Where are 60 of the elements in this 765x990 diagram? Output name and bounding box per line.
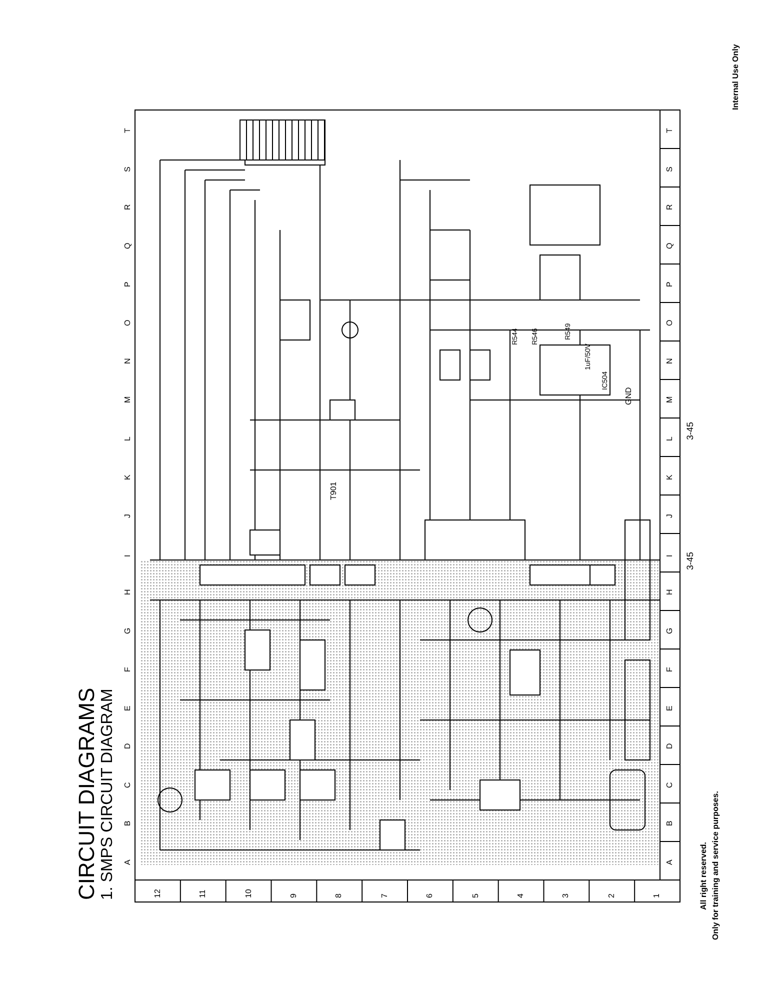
grid-letter: B <box>124 820 132 826</box>
grid-letter: J <box>124 514 132 518</box>
grid-number: 9 <box>290 894 298 898</box>
grid-letter: E <box>666 705 674 711</box>
grid-letter: T <box>666 128 674 134</box>
grid-number: 1 <box>653 894 662 898</box>
grid-letter: H <box>666 589 674 596</box>
internal-use-note: Internal Use Only <box>732 44 740 110</box>
page-number: 3-45 <box>686 422 695 440</box>
grid-letter: B <box>666 820 674 826</box>
grid-letter: M <box>124 396 132 403</box>
grid-letter: F <box>666 667 674 672</box>
diagram-subtitle: 1. SMPS CIRCUIT DIAGRAM <box>100 688 116 900</box>
grid-letter: D <box>666 743 674 750</box>
grid-number: 7 <box>380 894 389 898</box>
grid-letter: R <box>124 204 132 210</box>
grid-letter: E <box>124 705 132 711</box>
grid-letter: N <box>666 358 674 364</box>
grid-letter: F <box>124 667 132 672</box>
grid-letter: G <box>666 628 674 634</box>
grid-number: 12 <box>154 889 162 898</box>
grid-number: 5 <box>472 894 480 898</box>
grid-letter: C <box>124 782 132 788</box>
grid-letter: Q <box>666 242 674 249</box>
grid-letter: T <box>124 128 132 134</box>
grid-letter: L <box>666 436 674 442</box>
grid-letter: M <box>666 396 674 403</box>
grid-number: 10 <box>244 889 253 898</box>
grid-letter: C <box>666 782 674 788</box>
grid-letter: O <box>666 320 674 326</box>
grid-letter: L <box>124 436 132 442</box>
grid-letter: R <box>666 204 674 210</box>
grid-number: 2 <box>608 894 616 898</box>
grid-letter: O <box>124 320 132 326</box>
grid-letter: A <box>124 859 132 865</box>
grid-letter: A <box>666 859 674 865</box>
component-label: T901 <box>330 482 338 500</box>
grid-letter: I <box>124 554 132 557</box>
grid-letter: G <box>124 628 132 634</box>
grid-number: 8 <box>335 894 344 898</box>
grid-letter: I <box>666 554 674 557</box>
copyright-note: All right reserved. <box>700 842 708 910</box>
grid-letter: S <box>124 166 132 172</box>
page-number: 3-45 <box>686 552 695 570</box>
grid-letter: D <box>124 743 132 750</box>
grid-letter: K <box>666 474 674 480</box>
grid-number: 3 <box>562 894 570 898</box>
grid-letter: P <box>666 282 674 288</box>
grid-letter: N <box>124 358 132 364</box>
grid-letter: K <box>124 474 132 480</box>
usage-note: Only for training and service purposes. <box>712 791 720 940</box>
grid-letter: S <box>666 166 674 172</box>
grid-letter: Q <box>124 242 132 249</box>
diagram-title: CIRCUIT DIAGRAMS <box>76 688 98 900</box>
grid-number: 4 <box>517 894 526 898</box>
grid-number: 6 <box>426 894 434 898</box>
grid-number: 11 <box>199 890 208 898</box>
grid-letter: P <box>124 282 132 288</box>
grid-letter: J <box>666 514 674 518</box>
grid-letter: H <box>124 589 132 596</box>
